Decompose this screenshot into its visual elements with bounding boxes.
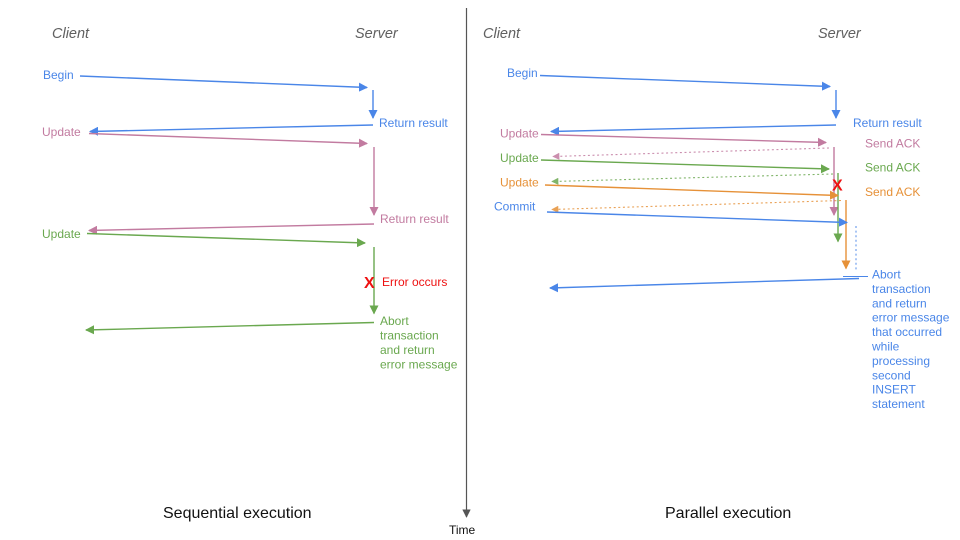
svg-text:that occurred: that occurred (872, 325, 942, 339)
left-abort-message: Abort transaction and return error messa… (380, 314, 458, 372)
left-server-label: Server (355, 26, 399, 42)
left-update-2-request-arrow (86, 232, 367, 248)
right-error-x-icon: X (832, 178, 843, 195)
right-update-2-label: Update (500, 151, 539, 165)
right-return-result-label: Return result (853, 116, 922, 130)
right-panel: Client Server Begin Return result Update… (483, 26, 950, 522)
svg-text:statement: statement (872, 397, 925, 411)
left-return-result-2-arrow (87, 223, 375, 235)
right-send-ack-3-label: Send ACK (865, 185, 920, 199)
right-panel-title: Parallel execution (665, 505, 791, 522)
right-begin-label: Begin (507, 66, 538, 80)
svg-text:and return: and return (380, 343, 435, 357)
left-update-1-request-arrow (88, 132, 369, 148)
right-update-3-label: Update (500, 176, 539, 190)
left-return-result-2-label: Return result (380, 212, 449, 226)
svg-text:second: second (872, 368, 911, 382)
left-error-occurs-label: Error occurs (382, 275, 447, 289)
left-begin-label: Begin (43, 68, 74, 82)
svg-text:error message: error message (872, 311, 950, 325)
time-axis: Time (449, 8, 476, 537)
left-client-label: Client (52, 26, 90, 42)
svg-text:while: while (871, 340, 900, 354)
left-update-1-label: Update (42, 125, 81, 139)
right-client-label: Client (483, 26, 521, 42)
right-server-label: Server (818, 26, 862, 42)
right-send-ack-2-label: Send ACK (865, 161, 920, 175)
right-commit-request-arrow (546, 211, 849, 227)
right-update-3-request-arrow (544, 184, 840, 200)
right-abort-message: Abort transaction and return error messa… (871, 268, 950, 412)
svg-text:Abort: Abort (872, 268, 901, 282)
right-commit-label: Commit (494, 200, 536, 214)
right-update-1-label: Update (500, 127, 539, 141)
svg-text:and return: and return (872, 296, 927, 310)
left-update-2-label: Update (42, 227, 81, 241)
right-begin-request-arrow (539, 74, 832, 91)
right-send-ack-1-arrow (552, 147, 830, 160)
left-return-result-1-arrow (88, 124, 374, 136)
svg-text:error message: error message (380, 358, 458, 372)
left-panel-title: Sequential execution (163, 505, 312, 522)
time-axis-label: Time (449, 523, 476, 537)
svg-text:transaction: transaction (380, 329, 439, 343)
svg-text:INSERT: INSERT (872, 383, 916, 397)
right-send-ack-1-label: Send ACK (865, 137, 920, 151)
right-update-1-request-arrow (540, 133, 828, 147)
left-begin-request-arrow (79, 75, 369, 92)
right-abort-return-arrow (548, 277, 860, 293)
svg-text:transaction: transaction (872, 282, 931, 296)
right-send-ack-2-arrow (551, 173, 834, 185)
left-return-result-1-label: Return result (379, 116, 448, 130)
left-error-x-icon: X (364, 275, 375, 292)
right-update-2-request-arrow (540, 159, 831, 174)
svg-text:processing: processing (872, 354, 930, 368)
svg-text:Abort: Abort (380, 314, 409, 328)
right-return-result-arrow (549, 124, 837, 136)
right-send-ack-3-arrow (551, 199, 842, 213)
left-panel: Client Server Begin Return result Update… (42, 26, 458, 522)
left-abort-return-arrow (84, 321, 375, 335)
